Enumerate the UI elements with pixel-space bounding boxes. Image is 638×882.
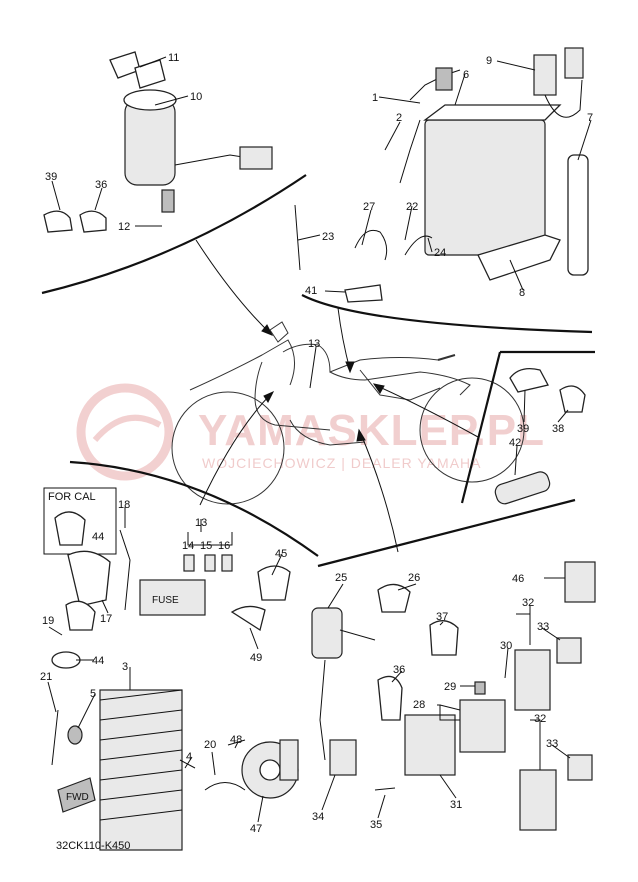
main-switch-assembly bbox=[43, 51, 273, 233]
callout-1: 1 bbox=[372, 92, 378, 104]
fuse-box bbox=[139, 579, 206, 616]
callout-11: 11 bbox=[168, 52, 179, 64]
callout-32-bottom: 32 bbox=[534, 713, 546, 725]
callout-46: 46 bbox=[512, 573, 524, 585]
motorcycle-outline bbox=[171, 321, 525, 505]
callout-41: 41 bbox=[305, 285, 317, 297]
callout-10: 10 bbox=[190, 91, 202, 103]
callout-33-top: 33 bbox=[537, 621, 549, 633]
callout-29: 29 bbox=[444, 681, 456, 693]
callout-37: 37 bbox=[436, 611, 448, 623]
watermark-brand: YAMASKLEP.PL bbox=[198, 406, 545, 455]
callout-33-bottom: 33 bbox=[546, 738, 558, 750]
callout-21: 21 bbox=[40, 671, 52, 683]
callout-43: 39 bbox=[45, 171, 57, 183]
callout-38: 38 bbox=[552, 423, 564, 435]
callout-49: 49 bbox=[250, 652, 262, 664]
callout-25: 25 bbox=[335, 572, 347, 584]
callout-6: 6 bbox=[463, 69, 469, 81]
callout-34: 34 bbox=[312, 811, 324, 823]
callout-27: 27 bbox=[363, 201, 375, 213]
callout-18: 18 bbox=[118, 499, 130, 511]
battery-lead bbox=[533, 54, 557, 96]
callout-9: 9 bbox=[486, 55, 492, 67]
protector-tube bbox=[494, 471, 551, 505]
callout-35: 35 bbox=[370, 819, 382, 831]
callout-22: 22 bbox=[406, 201, 418, 213]
callout-15: 15 bbox=[200, 540, 212, 552]
leader-lines bbox=[47, 56, 592, 823]
callout-8: 8 bbox=[519, 287, 525, 299]
callout-5: 5 bbox=[90, 688, 96, 700]
callout-44-inset: 44 bbox=[92, 531, 104, 543]
relay bbox=[404, 714, 456, 776]
callout-31: 31 bbox=[450, 799, 462, 811]
callout-30: 30 bbox=[500, 640, 512, 652]
callout-16: 16 bbox=[218, 540, 230, 552]
rectifier-regulator bbox=[99, 689, 183, 851]
callout-36: 36 bbox=[393, 664, 405, 676]
callout-13-bike: 13 bbox=[308, 338, 320, 350]
watermark-logo bbox=[76, 383, 174, 481]
callout-47: 47 bbox=[250, 823, 262, 835]
key-icon bbox=[109, 51, 141, 79]
diagram-code: 32CK110-K450 bbox=[56, 840, 130, 852]
pointer-arrows bbox=[195, 239, 479, 553]
callout-32-top: 32 bbox=[522, 597, 534, 609]
callout-labels: 11 10 39 36 12 1 2 6 9 7 27 22 23 24 41 … bbox=[40, 52, 593, 852]
callout-24: 24 bbox=[434, 247, 446, 259]
callout-13: 13 bbox=[195, 517, 207, 529]
callout-4: 4 bbox=[186, 751, 192, 763]
watermark: YAMASKLEP.PL WOJCIECHOWICZ | DEALER YAMA… bbox=[76, 383, 545, 481]
watermark-tagline: WOJCIECHOWICZ | DEALER YAMAHA bbox=[202, 455, 481, 471]
callout-45: 45 bbox=[275, 548, 287, 560]
callout-3: 3 bbox=[122, 661, 128, 673]
callout-42: 42 bbox=[509, 437, 521, 449]
battery-assembly bbox=[294, 47, 589, 303]
starter-relay bbox=[459, 699, 506, 753]
right-clamps bbox=[494, 367, 586, 505]
callout-7: 7 bbox=[587, 112, 593, 124]
callout-2: 2 bbox=[396, 112, 402, 124]
callout-12: 12 bbox=[118, 221, 130, 233]
battery bbox=[424, 119, 546, 256]
callout-48: 48 bbox=[230, 734, 242, 746]
callout-20: 20 bbox=[204, 739, 216, 751]
callout-23: 23 bbox=[322, 231, 334, 243]
fuse-box-label: FUSE bbox=[152, 595, 179, 606]
bottom-right-parts bbox=[311, 561, 596, 831]
key-icon bbox=[134, 59, 166, 89]
relay-46 bbox=[564, 561, 596, 603]
callout-40: 36 bbox=[95, 179, 107, 191]
callout-44: 44 bbox=[92, 655, 104, 667]
bottom-left-parts: FUSE FWD bbox=[43, 487, 299, 851]
inset-for-cal-label: FOR CAL bbox=[48, 491, 96, 503]
callout-39: 39 bbox=[517, 423, 529, 435]
section-dividers bbox=[41, 174, 595, 568]
fwd-arrow-icon bbox=[57, 777, 96, 813]
callout-28: 28 bbox=[413, 699, 425, 711]
callout-14: 14 bbox=[182, 540, 194, 552]
callout-26: 26 bbox=[408, 572, 420, 584]
callout-17: 17 bbox=[100, 613, 112, 625]
callout-19: 19 bbox=[42, 615, 54, 627]
fwd-label: FWD bbox=[66, 792, 89, 803]
